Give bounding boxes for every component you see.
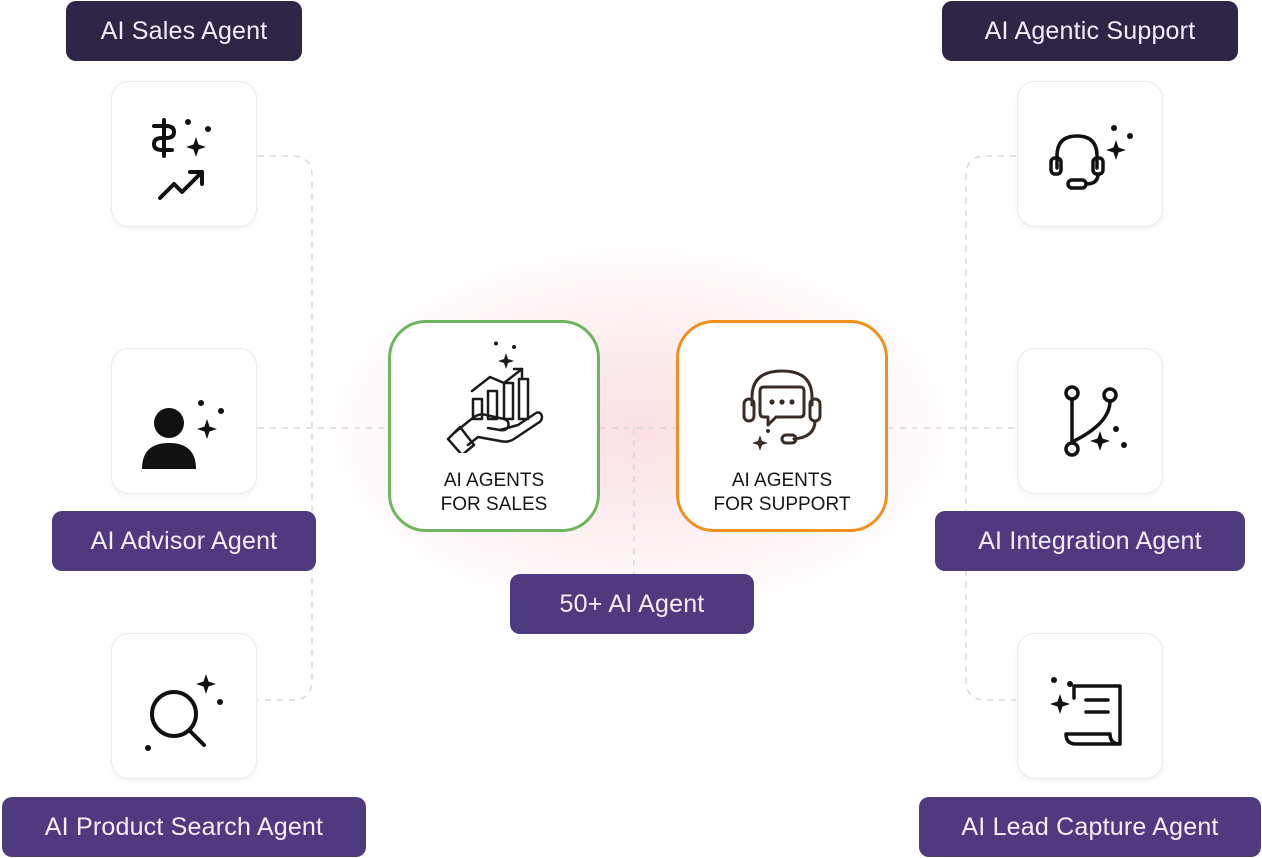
support-headset-chat-icon (742, 369, 822, 451)
search-sparkle-icon (145, 674, 223, 751)
tile-ai-integration-agent[interactable] (1017, 348, 1163, 494)
label-ai-integration-agent: AI Integration Agent (935, 511, 1245, 571)
hub-ai-agents-for-sales[interactable]: AI AGENTS FOR SALES (388, 320, 600, 532)
label-50-plus-ai-agent: 50+ AI Agent (510, 574, 754, 634)
tile-ai-advisor-agent[interactable] (111, 348, 257, 494)
scroll-sparkle-icon (1050, 677, 1122, 746)
user-sparkle-icon (142, 400, 224, 469)
tile-ai-product-search-agent[interactable] (111, 633, 257, 779)
tile-ai-lead-capture-agent[interactable] (1017, 633, 1163, 779)
hub-sales-label-line1: AI AGENTS (443, 470, 545, 491)
label-ai-lead-capture-agent: AI Lead Capture Agent (919, 797, 1261, 857)
tile-ai-sales-agent[interactable] (111, 81, 257, 227)
tile-ai-agentic-support[interactable] (1017, 81, 1163, 227)
label-ai-product-search-agent: AI Product Search Agent (2, 797, 366, 857)
hub-support-label-line1: AI AGENTS (731, 470, 833, 491)
hub-sales-label: AI AGENTS FOR SALES (391, 469, 597, 517)
headset-sparkle-icon (1049, 125, 1133, 190)
hub-support-label: AI AGENTS FOR SUPPORT (679, 469, 885, 517)
hub-sales-label-line2: FOR SALES (440, 494, 548, 515)
branch-sparkle-icon (1064, 385, 1127, 457)
sales-growth-hand-icon (446, 341, 544, 453)
hub-support-label-line2: FOR SUPPORT (713, 494, 851, 515)
label-ai-sales-agent: AI Sales Agent (66, 1, 302, 61)
label-ai-advisor-agent: AI Advisor Agent (52, 511, 316, 571)
dollar-trend-sparkle-icon (152, 118, 211, 200)
connector-right (965, 155, 1016, 701)
label-ai-agentic-support: AI Agentic Support (942, 1, 1238, 61)
hub-ai-agents-for-support[interactable]: AI AGENTS FOR SUPPORT (676, 320, 888, 532)
